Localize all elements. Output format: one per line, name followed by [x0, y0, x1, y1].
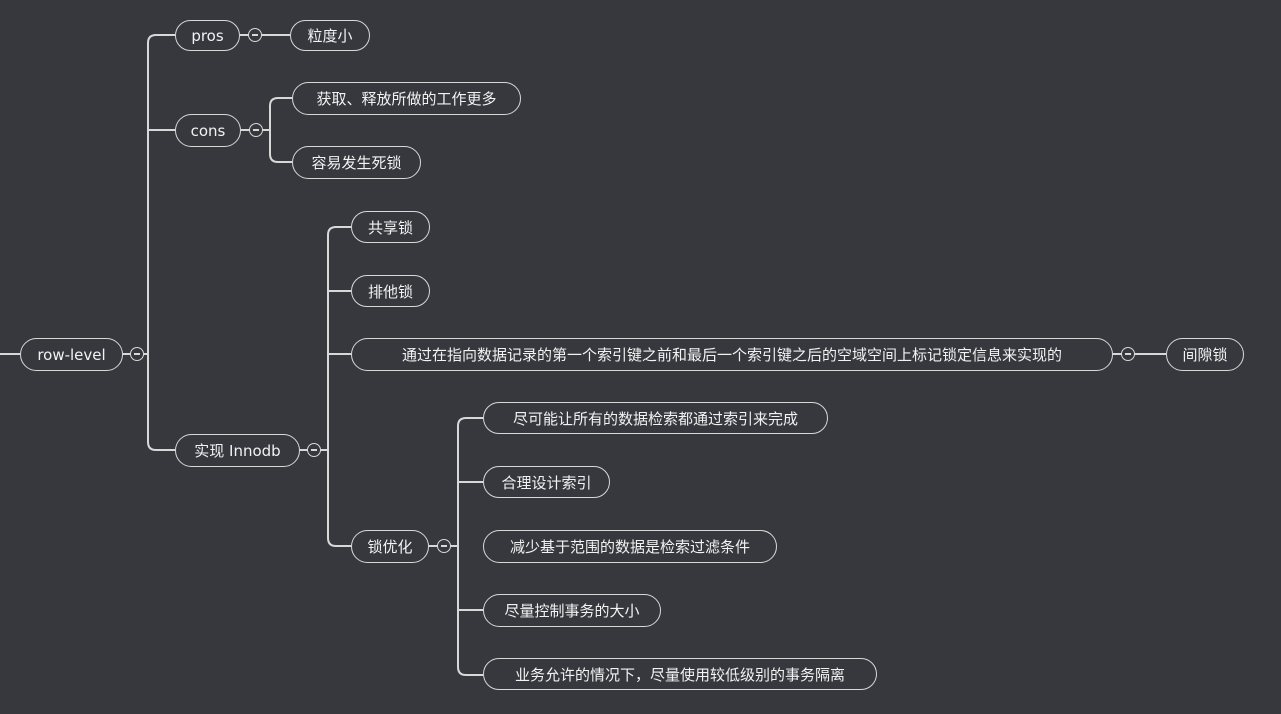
collapse-icon[interactable]: [437, 539, 451, 553]
node-cons[interactable]: cons: [175, 114, 241, 147]
collapse-icon[interactable]: [1121, 347, 1135, 361]
collapse-icon[interactable]: [248, 28, 262, 42]
node-optimize-item[interactable]: 业务允许的情况下，尽量使用较低级别的事务隔离: [483, 658, 877, 690]
node-cons-child[interactable]: 容易发生死锁: [292, 146, 421, 179]
node-pros[interactable]: pros: [175, 20, 240, 51]
node-cons-child[interactable]: 获取、释放所做的工作更多: [292, 82, 521, 115]
collapse-icon[interactable]: [249, 123, 263, 137]
node-optimize-item[interactable]: 减少基于范围的数据是检索过滤条件: [483, 530, 777, 563]
node-exclusive-lock[interactable]: 排他锁: [351, 275, 430, 307]
node-optimize-item[interactable]: 合理设计索引: [483, 466, 610, 498]
node-optimize-item[interactable]: 尽量控制事务的大小: [483, 594, 661, 627]
node-gap-lock[interactable]: 间隙锁: [1166, 338, 1244, 371]
collapse-icon[interactable]: [130, 347, 144, 361]
node-innodb[interactable]: 实现 Innodb: [175, 434, 300, 467]
node-optimize-item[interactable]: 尽可能让所有的数据检索都通过索引来完成: [483, 402, 828, 434]
node-pros-child[interactable]: 粒度小: [290, 20, 370, 51]
node-lock-optimize[interactable]: 锁优化: [351, 530, 429, 563]
node-gap-lock-description[interactable]: 通过在指向数据记录的第一个索引键之前和最后一个索引键之后的空域空间上标记锁定信息…: [351, 338, 1113, 371]
collapse-icon[interactable]: [307, 443, 321, 457]
root-node-row-level[interactable]: row-level: [20, 338, 123, 371]
node-shared-lock[interactable]: 共享锁: [351, 211, 430, 243]
